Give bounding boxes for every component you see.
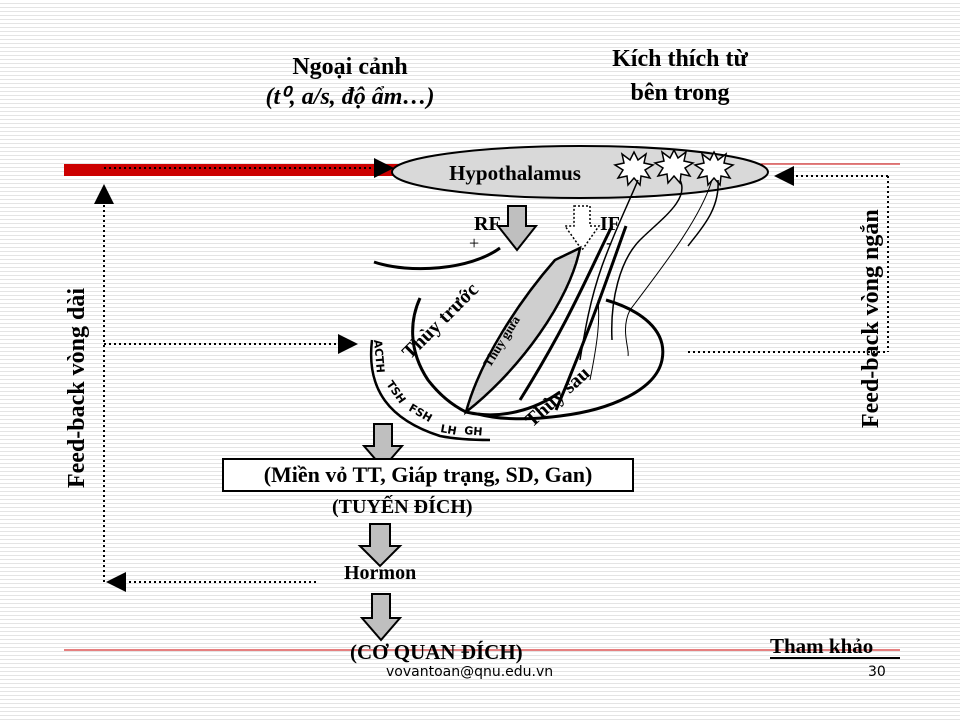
if-label: IF [600,213,620,235]
target-to-hormone-arrow [357,523,403,568]
if-arrow [563,205,601,252]
hormone-arc [369,339,491,442]
anterior-lobe-outline [411,297,467,414]
posterior-stalk-right [554,225,628,411]
hormone-label: Hormon [344,562,417,584]
posterior-stalk-left [518,225,614,401]
stalk-curve-left [373,246,501,271]
anterior-lobe-label: Thùy trước [398,279,483,364]
target-gland-caption: (TUYẾN ĐÍCH) [332,496,473,518]
rf-arrow [495,205,539,252]
hormone-acth: ACTH [371,339,387,373]
hormone-to-organ-arrow [359,593,403,642]
posterior-lobe-label: Thùy sau [521,362,595,432]
short-feedback-label: Feed-back vòng ngắn [858,209,884,428]
lobe-base [465,390,561,417]
if-sign: - [606,232,612,252]
internal-stimulus-title: Kích thích từ bên trong [560,44,800,108]
reference-label: Tham khảo [770,634,874,658]
nerve-fibers [579,179,719,381]
starburst-icon [653,148,695,185]
environment-title-line1: Ngoại cảnh [292,54,408,80]
footer-email: vovantoan@qnu.edu.vn [386,664,554,680]
environment-title-line2: (t⁰, a/s, độ ẩm…) [265,84,435,110]
rf-sign: + [469,233,479,253]
internal-stimulus-line1: Kích thích từ [612,46,748,72]
page-number: 30 [868,664,886,680]
pituitary-to-target-arrow [361,423,405,470]
environment-title: Ngoại cảnh (t⁰, a/s, độ ẩm…) [200,52,500,112]
starburst-icon [613,150,655,187]
red-bar [64,164,404,176]
hormone-gh: GH [464,424,483,439]
hypothalamus-label: Hypothalamus [449,161,581,185]
internal-stimulus-line2: bên trong [630,80,730,106]
middle-lobe-shape [463,245,582,416]
rf-label: RF [474,213,501,235]
target-glands-box: (Miền vỏ TT, Giáp trạng, SD, Gan) [222,458,634,492]
hormone-lh: LH [439,422,457,438]
pituitary-gland [373,225,665,421]
stimulus-starbursts [613,148,735,187]
target-organ-label: (CƠ QUAN ĐÍCH) [350,640,523,664]
hormone-fsh: FSH [407,401,435,425]
starburst-icon [693,150,735,187]
long-feedback-label: Feed-back vòng dài [64,288,90,488]
posterior-lobe-outline [477,298,665,421]
